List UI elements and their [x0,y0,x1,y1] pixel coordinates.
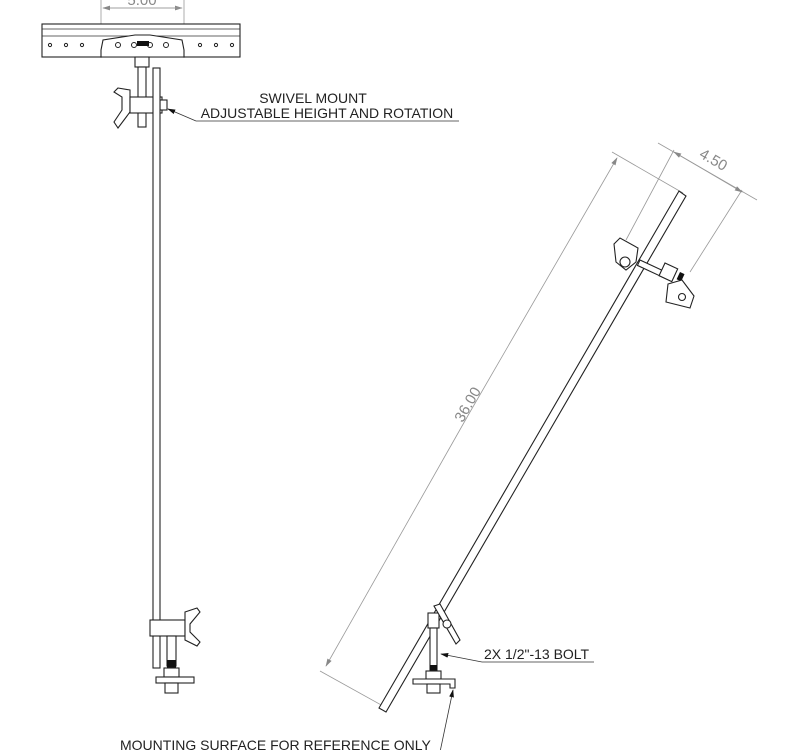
bottom-clamp [412,603,461,694]
angled-pole [378,190,687,713]
callout-bolt: 2X 1/2"-13 BOLT [440,646,594,663]
front-view-assembly: 5.00 [41,0,459,694]
dimension-label: 36.00 [451,384,484,425]
callout-swivel-mount: SWIVEL MOUNT ADJUSTABLE HEIGHT AND ROTAT… [167,90,459,122]
callout-detail: ADJUSTABLE HEIGHT AND ROTATION [201,105,454,121]
lower-clamp [149,607,201,694]
dimension-label: 5.00 [127,0,156,9]
top-swivel-mount [613,237,695,309]
callout-surface-label: MOUNTING SURFACE FOR REFERENCE ONLY [120,737,432,750]
callout-title: SWIVEL MOUNT [259,90,367,106]
dimension-label: 4.50 [696,145,730,174]
callout-surface: MOUNTING SURFACE FOR REFERENCE ONLY [120,689,454,750]
side-view-assembly: 36.00 4.50 [120,142,758,750]
callout-bolt-label: 2X 1/2"-13 BOLT [484,646,590,662]
vertical-pole [152,67,161,669]
mounting-bracket [41,23,241,58]
